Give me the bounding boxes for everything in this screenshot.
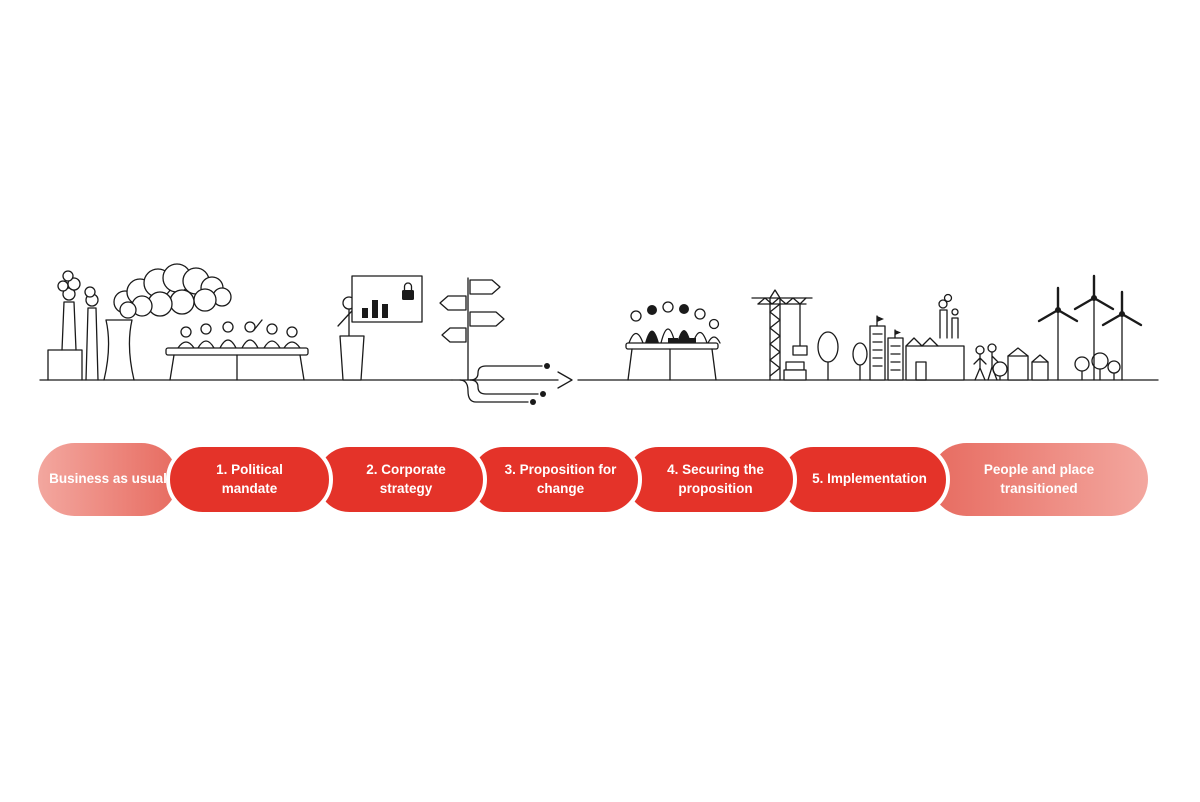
stage-pill-securing-the-proposition: 4. Securing the proposition: [622, 443, 797, 516]
factory-icon: [905, 293, 965, 381]
stage-label: Business as usual: [49, 471, 167, 487]
stage-label: 1. Political mandate: [216, 462, 283, 496]
stage-label: People and place transitioned: [983, 462, 1095, 496]
presentation-screen-icon: [351, 275, 423, 323]
council-meeting-icon: [165, 319, 309, 381]
illustration: [39, 263, 1159, 405]
stage-pill-corporate-strategy: 2. Corporate strategy: [313, 443, 487, 516]
circuit-arrow-icon: [451, 363, 573, 405]
stage-pill-implementation: 5. Implementation: [777, 443, 950, 516]
lock-icon: [402, 282, 414, 300]
crane-icon: [751, 289, 813, 381]
wind-turbine-icon: [1037, 274, 1143, 381]
stakeholder-meeting-icon: [625, 301, 721, 381]
stage-label: 3. Proposition for change: [504, 462, 617, 496]
trees-right-icon: [1074, 352, 1121, 381]
signpost-icon: [439, 277, 505, 381]
stage-pill-business-as-usual: Business as usual: [38, 443, 178, 516]
houses-icon: [1007, 347, 1049, 381]
stage-label: 4. Securing the proposition: [667, 462, 764, 496]
power-plant-icon: [47, 263, 232, 381]
eco-buildings-icon: [869, 315, 904, 381]
stage-label: 5. Implementation: [812, 471, 927, 487]
people-icon: [973, 343, 999, 381]
stage-label: 2. Corporate strategy: [366, 462, 446, 496]
stage-pill-people-and-place-transitioned: People and place transitioned: [930, 443, 1148, 516]
tree-icon: [817, 331, 1008, 381]
stage-pill-political-mandate: 1. Political mandate: [166, 443, 333, 516]
stage-pill-proposition-for-change: 3. Proposition for change: [467, 443, 642, 516]
